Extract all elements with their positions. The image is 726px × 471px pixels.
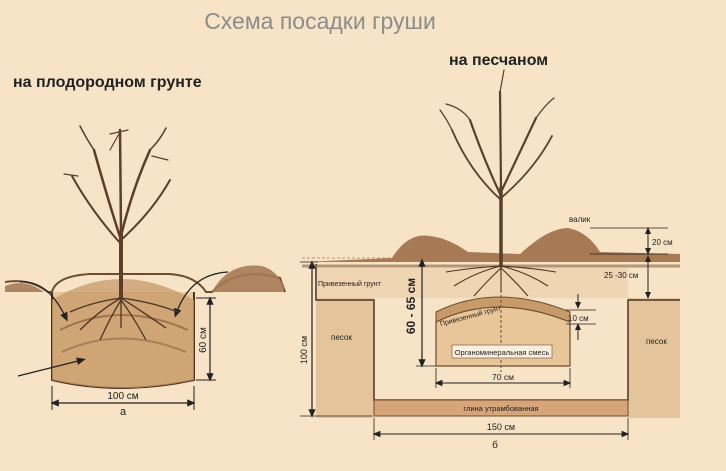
mineral-mix-label: Органоминеральная смесь [455,348,550,357]
diagram-title: Схема посадки груши [204,8,436,34]
ridge-label: валик [569,215,591,224]
left-fertile-mound [52,279,194,388]
right-heading: на песчаном [449,52,549,69]
planting-depth-label: 60 - 65 см [404,278,418,334]
surface-soil [302,228,680,262]
ridge-height-label: 20 см [652,238,673,247]
right-figure: глина утрамбованная Привезенный грунт Ор… [299,69,680,451]
left-figure-letter: а [120,406,127,418]
left-width-label: 100 см [107,391,138,402]
left-depth-label: 60 см [198,327,209,353]
right-figure-letter: б [492,439,498,451]
imported-soil-zone [316,268,628,298]
pit-width-label: 150 см [487,422,515,432]
clay-layer [373,399,629,417]
sand-right-label: песок [646,337,667,346]
left-tree [63,125,171,300]
left-heading: на плодородном грунте [13,74,202,91]
left-soil-pile-right [212,265,284,292]
inner-width-label: 70 см [492,372,514,382]
left-figure: 100 см а 60 см [4,125,286,418]
layer-thickness-label: 10 см [568,314,589,323]
left-roots [69,297,179,341]
right-tree [439,69,555,268]
root-neck-depth-label: 25 -30 см [604,271,638,280]
sand-left [316,298,374,418]
left-soil-pile-left [5,283,44,292]
clay-label: глина утрамбованная [463,404,538,413]
imported-soil-left-label: Привезенный грунт [318,280,382,288]
imported-soil-arc [435,296,571,323]
pit-depth-label: 100 см [299,336,309,364]
sand-right [628,298,680,418]
sand-left-label: песок [331,333,352,342]
right-roots [445,265,557,297]
